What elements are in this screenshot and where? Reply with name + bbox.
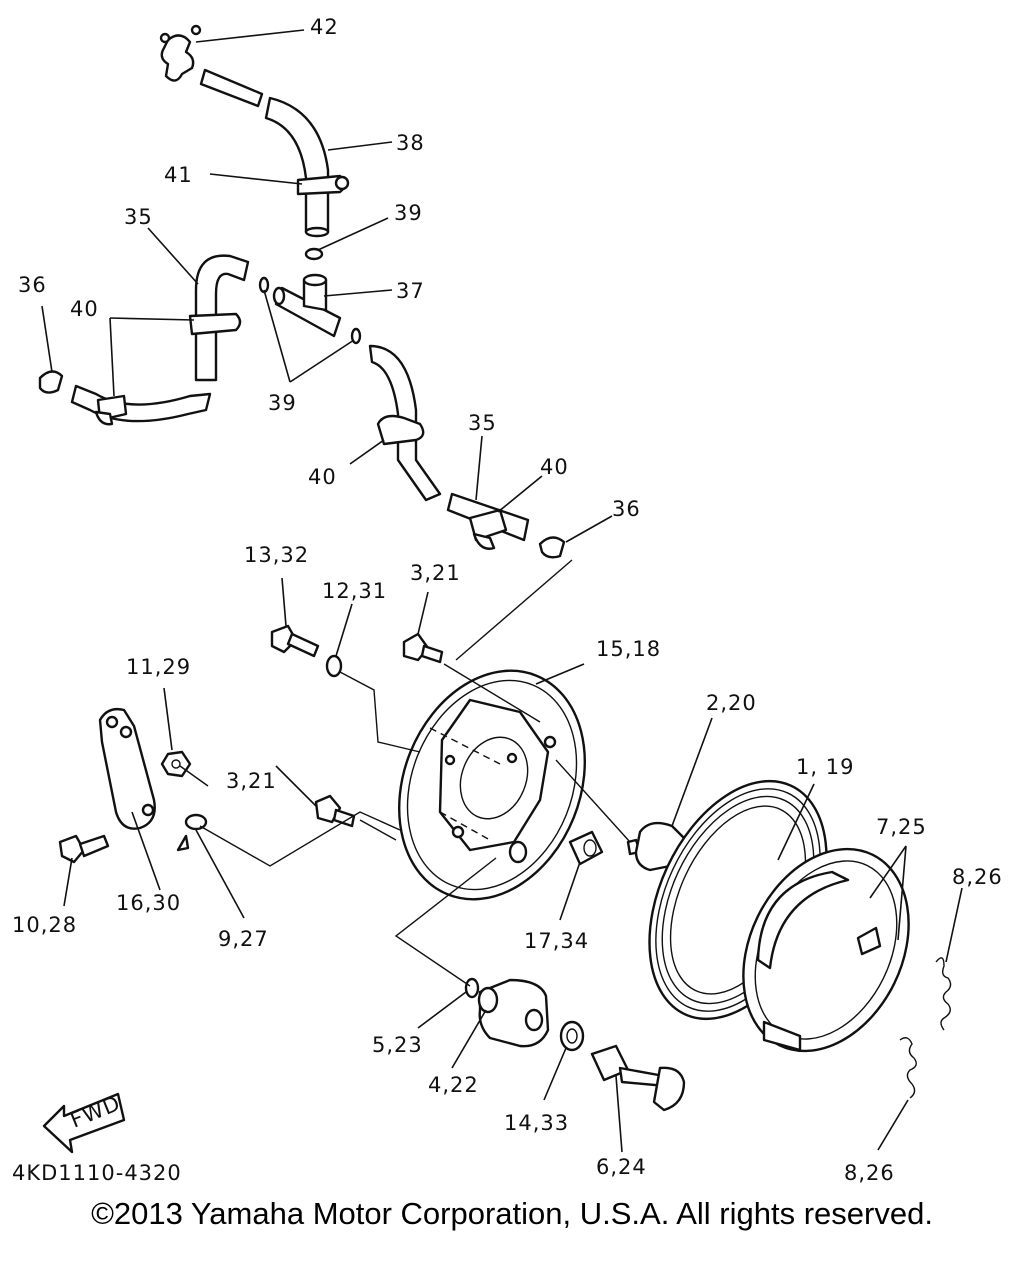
part-36-clip-left [38,370,64,394]
callout-10-28: 10,28 [12,913,77,937]
part-16-30-lever [98,707,156,830]
callout-40-mid: 40 [308,465,337,489]
callout-7-25: 7,25 [876,815,927,839]
part-8-26-springs [899,957,952,1099]
part-39-clip-top [304,247,324,261]
part-5-23-oring [464,977,480,999]
callout-35-right: 35 [468,411,497,435]
part-9-27-clip [176,813,208,852]
diagram-code: 4KD1110-4320 [12,1161,182,1185]
leader-lines [41,29,963,1153]
callout-8-26-lower: 8,26 [844,1161,895,1185]
part-12-31-washer [325,654,343,678]
part-10-28-bolt [58,834,110,864]
part-42-clip [159,24,202,82]
part-40-clamps-left [94,312,242,426]
callout-13-32: 13,32 [244,543,309,567]
callout-3-21-upper: 3,21 [410,561,461,585]
callout-38: 38 [396,131,425,155]
callout-6-24: 6,24 [596,1155,647,1179]
callout-39-top: 39 [394,201,423,225]
part-17-34-bolt [568,830,604,866]
callout-40-left: 40 [70,297,99,321]
copyright-notice: ©2013 Yamaha Motor Corporation, U.S.A. A… [91,1196,933,1231]
callout-41: 41 [164,163,193,187]
part-15-18-brake-panel [398,669,586,901]
callout-36-right: 36 [612,497,641,521]
part-3-21-bolt-upper [402,632,444,664]
callout-15-18: 15,18 [596,637,661,661]
callout-14-33: 14,33 [504,1111,569,1135]
part-3-21-bolt-lower [314,794,356,828]
callout-40-right: 40 [540,455,569,479]
part-41-clamp [296,174,350,196]
callout-1-19: 1, 19 [796,755,854,779]
callout-labels: 42 38 41 39 35 37 36 40 39 35 40 40 36 1… [12,15,1003,1185]
part-13-32-bolt [270,624,320,658]
part-38-hose [199,68,330,238]
callout-8-26-upper: 8,26 [952,865,1003,889]
callout-2-20: 2,20 [706,691,757,715]
callout-11-29: 11,29 [126,655,191,679]
assembly-guide-lines [179,559,631,987]
callout-17-34: 17,34 [524,929,589,953]
part-7-25-brake-shoes [742,847,910,1053]
part-6-24-adjuster [590,1044,686,1112]
callout-5-23: 5,23 [372,1033,423,1057]
callout-4-22: 4,22 [428,1073,479,1097]
brake-parts-diagram: FWD [12,15,1003,1185]
part-11-29-nut [160,750,192,778]
fwd-arrow-icon: FWD [42,1091,126,1154]
part-40-clamps-right [376,414,508,550]
part-36-clip-right [538,536,566,559]
part-39-clips-left [258,276,362,345]
callout-35-left: 35 [124,205,153,229]
callout-39-mid: 39 [268,391,297,415]
callout-3-21-lower: 3,21 [226,769,277,793]
part-37-tee [272,273,342,338]
callout-37: 37 [396,279,425,303]
callout-12-31: 12,31 [322,579,387,603]
part-14-33-washer [559,1020,585,1052]
part-35-hose-left [70,254,250,423]
callout-36-left: 36 [18,273,47,297]
part-4-22-wheel-cylinder [477,978,550,1048]
callout-16-30: 16,30 [116,891,181,915]
callout-42: 42 [310,15,339,39]
callout-9-27: 9,27 [218,927,269,951]
